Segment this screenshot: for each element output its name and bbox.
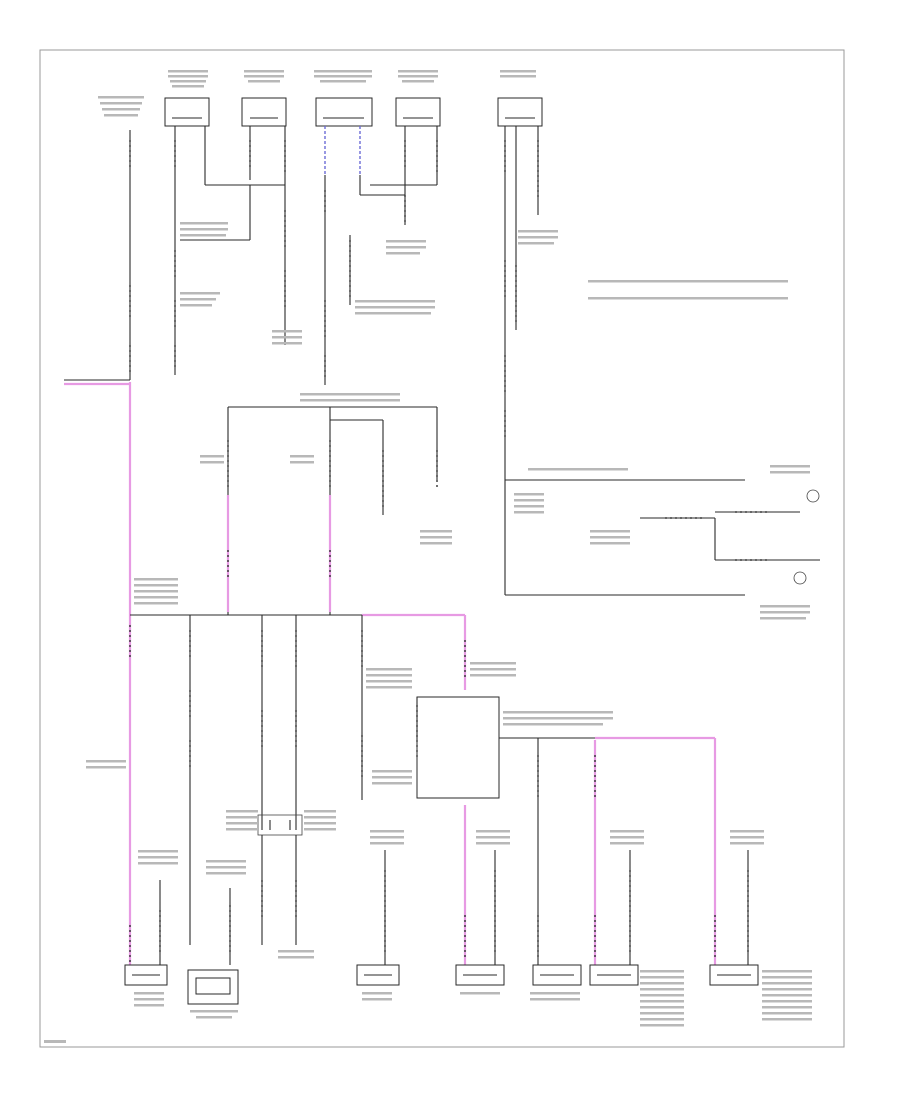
lower-drops	[159, 850, 749, 965]
right-module	[640, 489, 820, 585]
top-connector-5	[497, 97, 543, 127]
top-connector-2	[241, 97, 287, 127]
top-connector-1	[164, 97, 210, 127]
left-main-wire	[64, 130, 132, 970]
bottom-component-4	[455, 964, 505, 986]
bottom-component-7	[709, 964, 759, 986]
connector-5-wires	[504, 126, 745, 596]
bottom-component-6	[589, 964, 639, 986]
bottom-component-2	[187, 969, 239, 1005]
illegible-labels	[44, 70, 812, 1043]
connector-4-wires	[370, 126, 438, 225]
bottom-component-3	[356, 964, 400, 986]
connector-1-wires	[174, 126, 285, 375]
center-ground-component	[257, 814, 303, 945]
top-connector-4	[395, 97, 441, 127]
bottom-component-5	[532, 964, 582, 986]
bottom-component-1	[124, 964, 168, 986]
diagram-border	[39, 49, 845, 1048]
center-splice-block	[226, 406, 438, 615]
right-sensor-2	[793, 571, 807, 585]
top-connector-3	[315, 97, 373, 127]
right-sensor-1	[806, 489, 820, 503]
connector-2-wires	[249, 126, 286, 345]
center-right-module	[416, 696, 717, 965]
bus-drop-wires	[189, 615, 363, 945]
connector-3-wires	[324, 126, 405, 385]
horizontal-bus	[130, 613, 467, 690]
